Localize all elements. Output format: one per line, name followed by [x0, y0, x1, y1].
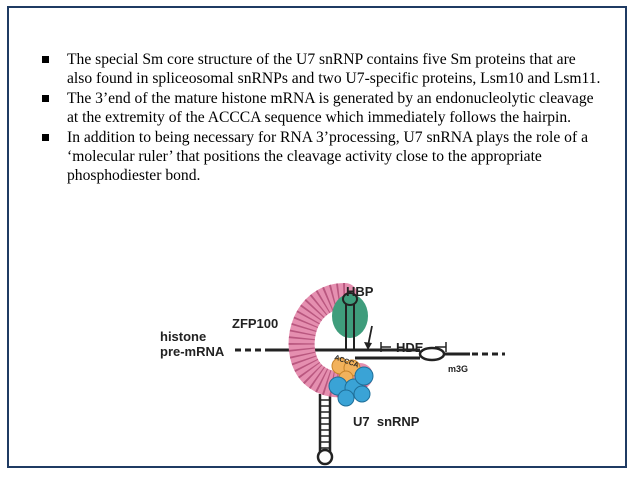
bullet-text: The special Sm core structure of the U7 … [67, 51, 601, 88]
u7-snrnp-diagram: HBP ZFP100 histone pre-mRNA ACCCA HDE m3… [160, 283, 505, 466]
sm-protein [354, 366, 374, 386]
bullet-square-icon [42, 94, 49, 102]
slide-frame [7, 6, 627, 468]
bullet-item: The special Sm core structure of the U7 … [42, 50, 602, 89]
bullet-item: In addition to being necessary for RNA 3… [42, 128, 602, 186]
hbp-label: HBP [346, 284, 374, 299]
bullet-square-icon [42, 56, 49, 63]
cleavage-arrowhead [364, 342, 372, 350]
m3g-label: m3G [448, 364, 468, 374]
premrna-label: pre-mRNA [160, 344, 225, 359]
hbp-protein [332, 294, 368, 338]
u7-stem-rungs [320, 399, 330, 449]
bullet-text: In addition to being necessary for RNA 3… [67, 128, 588, 185]
u7-snrnp-label: U7 snRNP [353, 414, 420, 429]
hde-loop [418, 346, 446, 362]
zfp100-ridges [288, 283, 370, 398]
bullet-text: The 3’end of the mature histone mRNA is … [67, 89, 594, 127]
hde-label: HDE [396, 340, 424, 355]
bullet-square-icon [42, 133, 49, 141]
bullet-list: The special Sm core structure of the U7 … [42, 50, 602, 186]
bullet-item: The 3’end of the mature histone mRNA is … [42, 89, 602, 128]
u7-loop [316, 448, 334, 466]
zfp100-label: ZFP100 [232, 316, 278, 331]
hairpin-loop [342, 292, 358, 306]
sm-protein [353, 385, 371, 403]
sm-protein [337, 389, 355, 407]
histone-label: histone [160, 329, 206, 344]
